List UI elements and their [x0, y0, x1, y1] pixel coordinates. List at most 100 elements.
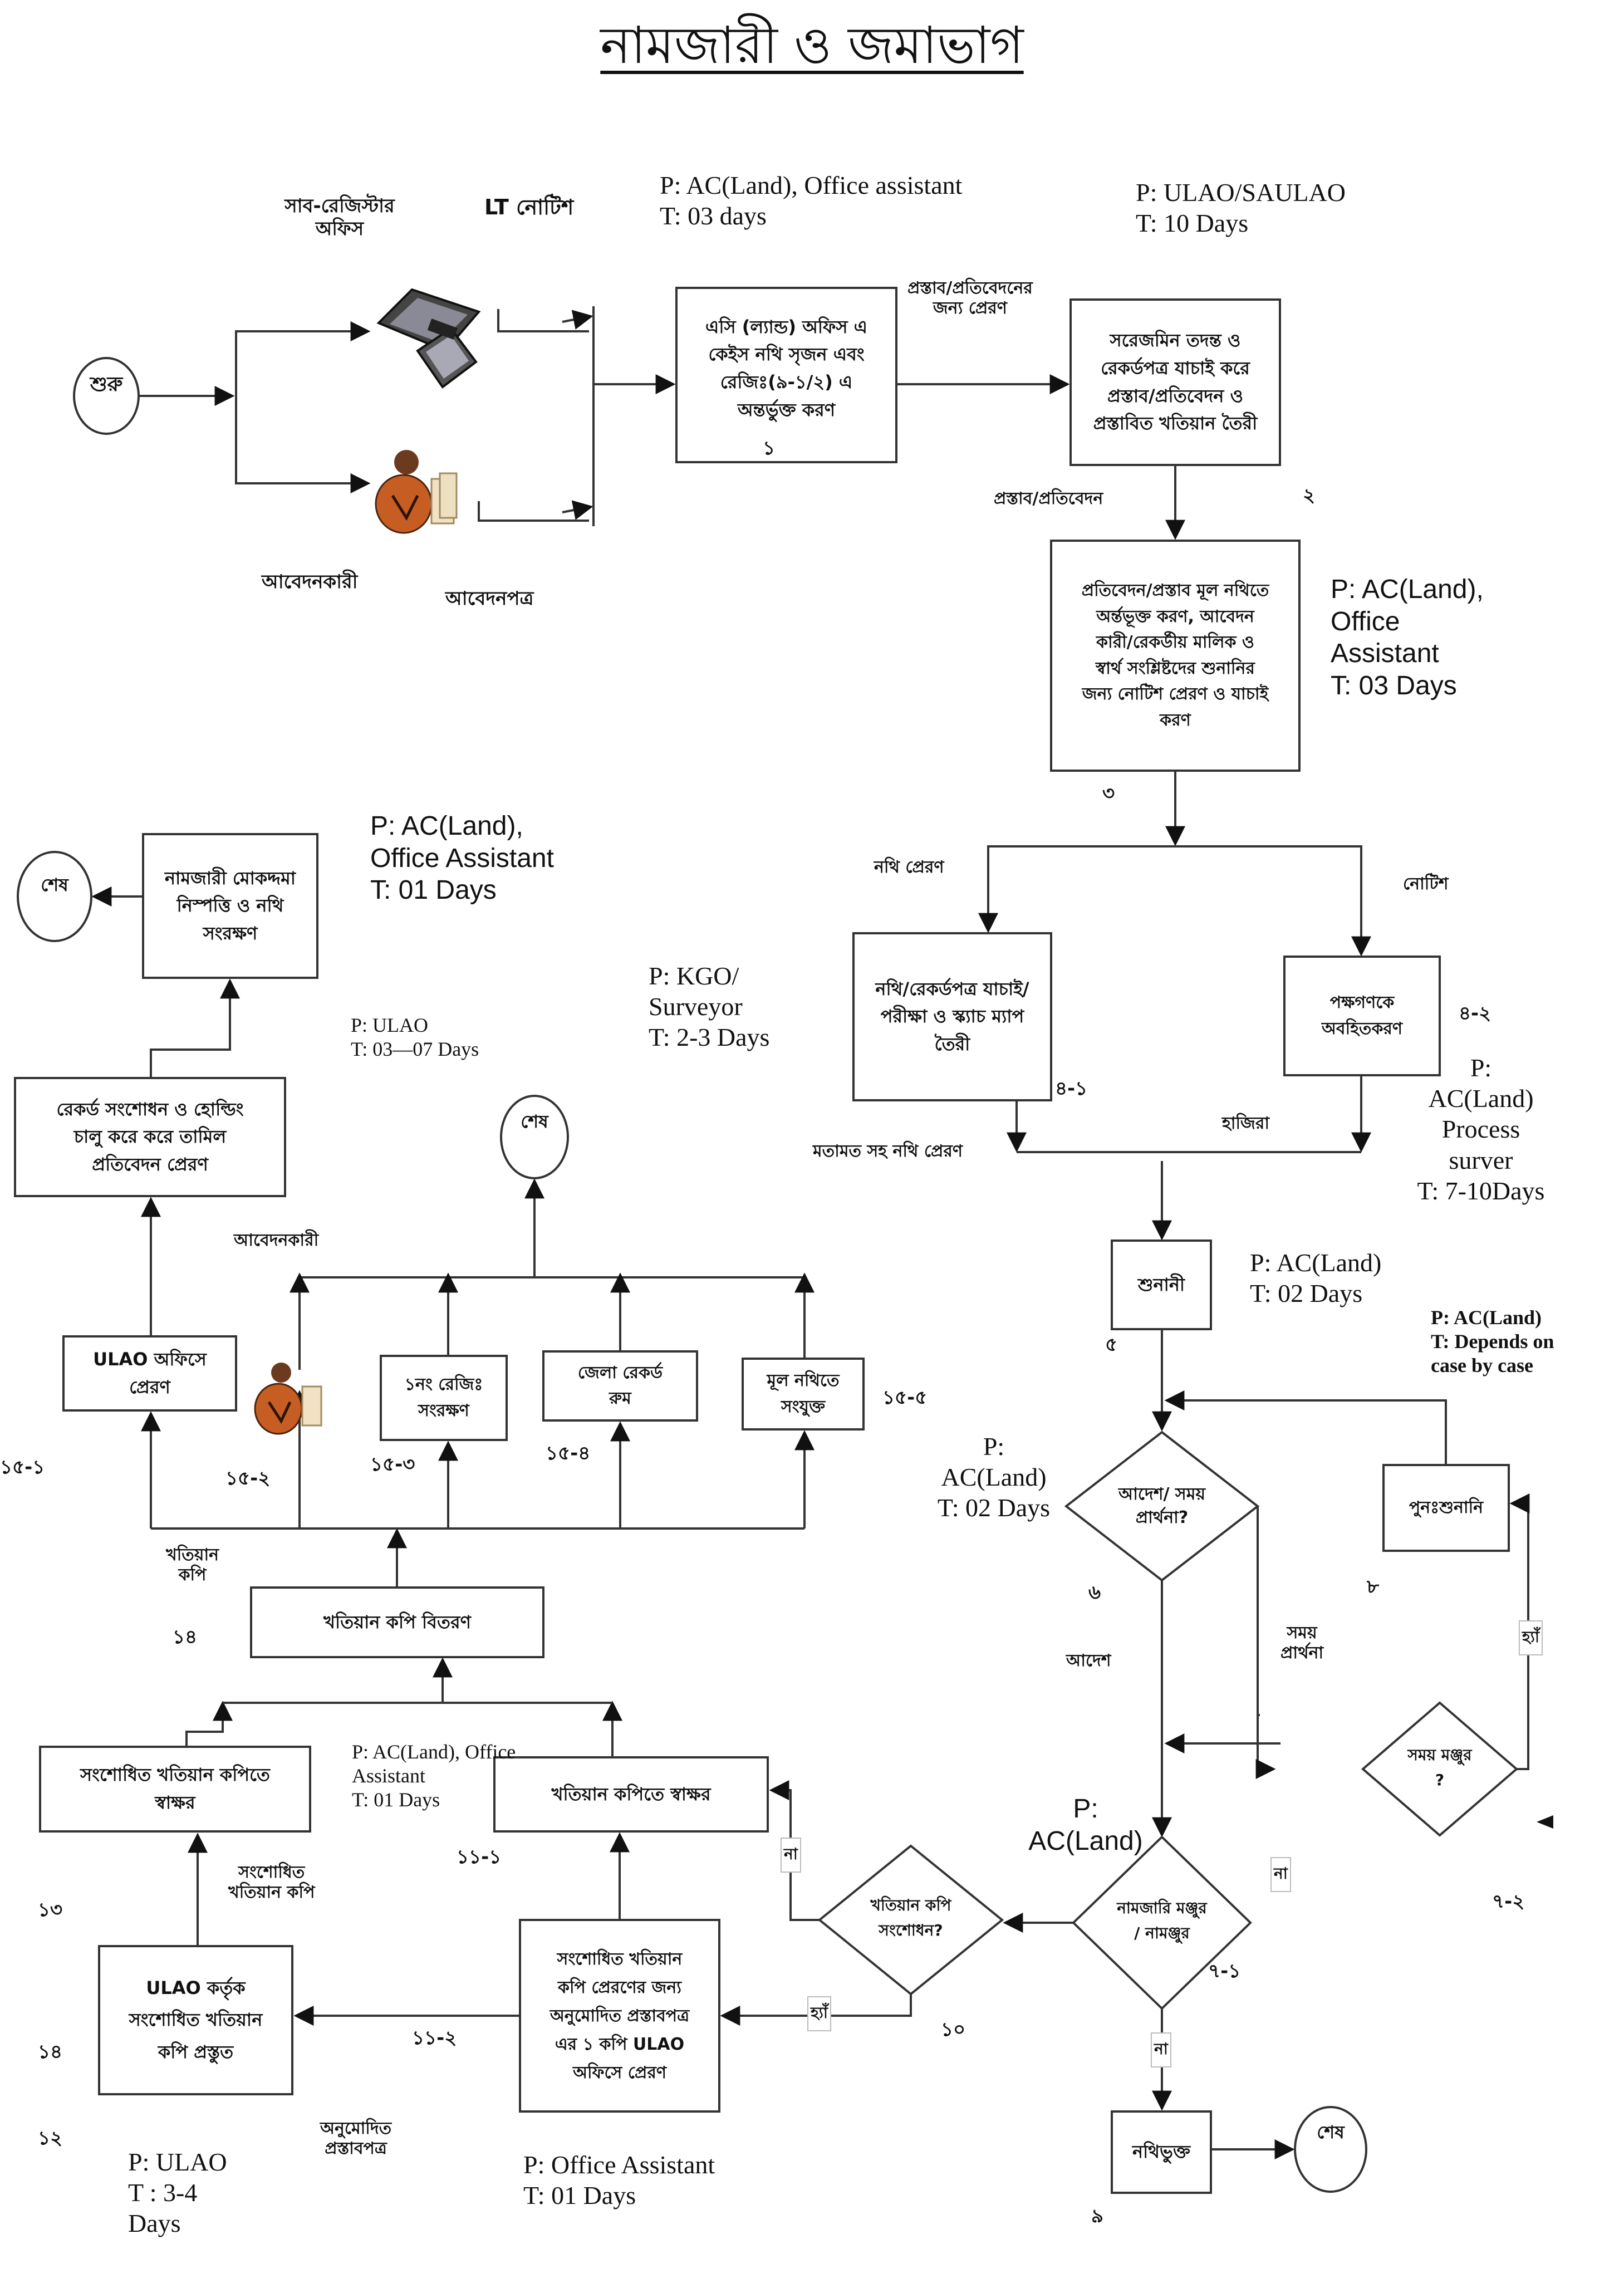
- step17-annotation: P: AC(Land), Office Assistant T: 01 Days: [370, 811, 554, 905]
- edge-step6-time-label: সময় প্রার্থনা: [1280, 1623, 1324, 1663]
- step1-text: এসি (ল্যান্ড) অফিস এ কেইস নথি সৃজন এবং র…: [705, 316, 867, 420]
- applicant-label: আবেদনকারী: [262, 571, 358, 593]
- step8-annotation: P: AC(Land) T: Depends on case by case: [1431, 1306, 1554, 1377]
- step12-box: [98, 1945, 293, 2095]
- step2-box: [1069, 298, 1281, 466]
- step11-2-text: সংশোধিত খতিয়ান কপি প্রেরণের জন্য অনুমোদ…: [549, 1949, 690, 2083]
- page-title: নামজারী ও জমাভাগ: [0, 6, 1624, 91]
- step15-1-text: ULAO অফিসে প্রেরণ: [93, 1348, 207, 1398]
- step16-annotation: P: ULAO T: 03—07 Days: [351, 1014, 479, 1061]
- step6-number: ৬: [1088, 1581, 1101, 1604]
- step15-3-number: ১৫-৩: [370, 1453, 415, 1476]
- step14-box: [250, 1586, 544, 1658]
- step8-box: [1382, 1464, 1510, 1552]
- step7-1-number: ৭-১: [1208, 1960, 1241, 1982]
- step3-text: প্রতিবেদন/প্রস্তাব মূল নথিতে অর্ন্তভূক্ত…: [1081, 581, 1269, 730]
- step7-2-text: সময় মঞ্জুর ?: [1407, 1746, 1472, 1789]
- step1-number: ১: [763, 437, 776, 459]
- step17-text: নামজারী মোকদ্দমা নিস্পত্তি ও নথি সংরক্ষণ: [164, 867, 296, 944]
- edge-step6-order-label: আদেশ: [1066, 1651, 1111, 1670]
- applicant-person-icon-2: [254, 1363, 322, 1435]
- step3-annotation: P: AC(Land), Office Assistant T: 03 Days: [1331, 575, 1484, 700]
- step9-text: নথিভুক্ত: [1132, 2141, 1190, 2163]
- edge-step12-step13-label: সংশোধিত খতিয়ান কপি: [228, 1863, 315, 1902]
- step12-text: ULAO কর্তৃক সংশোধিত খতিয়ান কপি প্রস্তুত: [129, 1977, 263, 2062]
- edge-step3-step4-2-label: নোটিশ: [1403, 874, 1449, 894]
- edge-fax-collector: [497, 309, 589, 332]
- step2-text: সরেজমিন তদন্ত ও রেকর্ডপত্র যাচাই করে প্র…: [1093, 330, 1258, 434]
- step16-box: [14, 1077, 286, 1197]
- fax-machine-icon: [376, 288, 481, 389]
- step3-number: ৩: [1102, 782, 1115, 805]
- step17-box: [142, 833, 318, 979]
- step11-1-box: [493, 1756, 769, 1833]
- yes-tag-7-2: হ্যাঁ: [1519, 1620, 1543, 1655]
- step15-5-number: ১৫-৫: [882, 1387, 928, 1409]
- no-tag-10: না: [781, 1838, 801, 1873]
- edge-applicant-collector: [478, 501, 589, 522]
- edge-step6-time: [1257, 1506, 1260, 1716]
- yes-tag-10: হ্যাঁ: [807, 1996, 831, 2031]
- step12-number: ১২: [38, 2127, 63, 2149]
- no-tag-7-2: না: [1270, 1857, 1291, 1892]
- no-tag-7-1: না: [1151, 2032, 1171, 2068]
- step15-3-text: ১নং রেজিঃ সংরক্ষণ: [404, 1375, 483, 1420]
- edge-step11-2-step12-label: অনুমোদিত প্রস্তাবপত্র: [320, 2119, 392, 2158]
- edge-step8-back: [1164, 1390, 1447, 1465]
- edge-step2-step3-label: প্রস্তাব/প্রতিবেদন: [994, 489, 1103, 508]
- edge-step4-2-merge-label: হাজিরা: [1222, 1114, 1270, 1133]
- edge-step4-1-merge-label: মতামত সহ নথি প্রেরণ: [813, 1142, 963, 1161]
- step11-2-number: ১১-২: [412, 2027, 457, 2049]
- edge-step16-step17: [150, 978, 240, 1078]
- lt-notice-label: LT নোটিশ: [484, 195, 574, 219]
- step7-2-decision: [1361, 1701, 1519, 1837]
- step13-text: সংশোধিত খতিয়ান কপিতে স্বাক্ষর: [80, 1764, 270, 1813]
- step15-2-label: আবেদনকারী: [234, 1231, 319, 1250]
- step1-annotation: P: AC(Land), Office assistant T: 03 days: [660, 171, 963, 231]
- step11-1-number: ১১-১: [457, 1846, 502, 1868]
- step4-1-text: নথি/রেকর্ডপত্র যাচাই/ পরীক্ষা ও স্ক্যাচ …: [875, 978, 1029, 1055]
- step15-4-text: জেলা রেকর্ড রুম: [577, 1363, 663, 1409]
- step4-2-text: পক্ষগণকে অবহিতকরণ: [1321, 993, 1403, 1038]
- step16-text: রেকর্ড সংশোধন ও হোল্ডিং চালু করে করে তাম…: [56, 1098, 244, 1175]
- step4-2-annotation: P: AC(Land) Process surver T: 7-10Days: [1417, 1054, 1545, 1205]
- step7-1-annotation: P: AC(Land): [1028, 1794, 1143, 1856]
- step7-2-number: ৭-২: [1492, 1890, 1525, 1913]
- step4-2-box: [1283, 956, 1441, 1076]
- step5-annotation: P: AC(Land) T: 02 Days: [1250, 1248, 1382, 1308]
- step15-5-text: মূল নথিতে সংযুক্ত: [767, 1371, 840, 1417]
- step15-1-box: [62, 1335, 237, 1412]
- step1-box: [675, 287, 897, 463]
- step2-annotation: P: ULAO/SAULAO T: 10 Days: [1136, 178, 1346, 238]
- step6-annotation: P: AC(Land) T: 02 Days: [937, 1432, 1051, 1522]
- step4-1-box: [852, 932, 1052, 1101]
- step14-text: খতিয়ান কপি বিতরণ: [323, 1611, 471, 1633]
- step15-3-box: [380, 1355, 508, 1441]
- step4-1-annotation: P: KGO/ Surveyor T: 2-3 Days: [649, 962, 770, 1052]
- step7-1-text: নামজারি মঞ্জুর / নামঞ্জুর: [1117, 1899, 1207, 1942]
- edge-step3-step4-1-label: নথি প্রেরণ: [874, 858, 944, 877]
- branch-line: [235, 330, 367, 484]
- step10-number: ১০: [941, 2019, 966, 2041]
- split-line: [987, 845, 1362, 954]
- step14-number: ১৪: [173, 1626, 198, 1648]
- edge-step1-step2-label: প্রস্তাব/প্রতিবেদনের জন্য প্রেরণ: [907, 278, 1033, 318]
- step9-number: ৯: [1091, 2205, 1104, 2227]
- step15-5-box: [742, 1358, 865, 1430]
- step13-number: ১৩: [38, 1899, 63, 1921]
- step14-side-number: ১৪: [38, 2041, 63, 2063]
- step15-2-number: ১৫-২: [225, 1467, 271, 1490]
- stray-arrowhead: [1537, 1815, 1553, 1829]
- step15-4-box: [542, 1350, 698, 1422]
- step5-text: শুনানী: [1137, 1273, 1185, 1295]
- step15-4-number: ১৫-৪: [546, 1442, 591, 1464]
- start-label: শুরু: [90, 373, 123, 396]
- end-node-9: [1294, 2106, 1367, 2193]
- step4-2-number: ৪-২: [1459, 1002, 1491, 1025]
- step11-2-annotation: P: Office Assistant T: 01 Days: [523, 2150, 715, 2210]
- step9-box: [1111, 2110, 1212, 2194]
- end-label-9: শেষ: [1317, 2122, 1345, 2143]
- edge-time-to-7-2: [1255, 1715, 1276, 1779]
- applicant-person-icon: [375, 450, 458, 534]
- step8-number: ৮: [1367, 1576, 1380, 1598]
